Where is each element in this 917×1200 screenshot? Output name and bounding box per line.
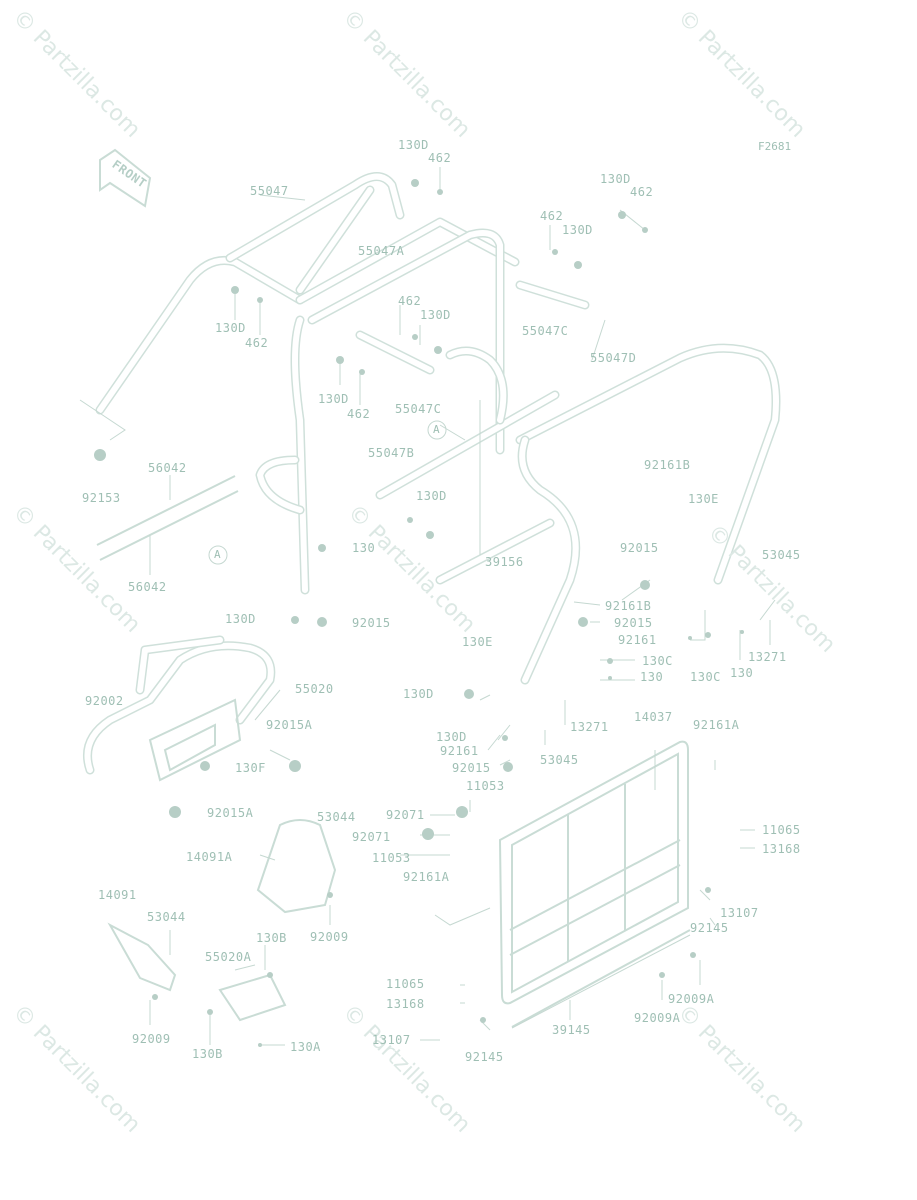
part-label: 92071	[386, 808, 425, 822]
part-label: 92009	[310, 930, 349, 944]
part-label: 130D	[416, 489, 447, 503]
part-label: 53044	[147, 910, 186, 924]
fasteners	[94, 179, 744, 1047]
part-label: 92009	[132, 1032, 171, 1046]
part-label: 53045	[540, 753, 579, 767]
part-label: 130B	[192, 1047, 223, 1061]
part-label: 56042	[128, 580, 167, 594]
part-label: 130	[640, 670, 664, 684]
part-label: 462	[540, 209, 564, 223]
part-label: 53045	[762, 548, 801, 562]
part-label: 462	[630, 185, 654, 199]
part-label: 130D	[600, 172, 631, 186]
part-label: A	[214, 548, 222, 561]
part-label: 92153	[82, 491, 121, 505]
part-label: 462	[398, 294, 422, 308]
part-label: 92161A	[403, 870, 450, 884]
part-label: 13271	[570, 720, 609, 734]
part-label: 92009A	[668, 992, 715, 1006]
part-label: 92002	[85, 694, 124, 708]
part-label: 92015	[620, 541, 659, 555]
part-label: 92015	[452, 761, 491, 775]
front-arrow-icon	[99, 148, 152, 208]
rear-cage-tubes	[95, 172, 520, 595]
part-label: 130D	[215, 321, 246, 335]
part-label: 92145	[465, 1050, 504, 1064]
part-label: 13107	[720, 906, 759, 920]
ref-a-marker-2	[208, 545, 228, 565]
part-label: 462	[428, 151, 452, 165]
part-label: 130D	[403, 687, 434, 701]
part-label: 11053	[466, 779, 505, 793]
part-label: 39145	[552, 1023, 591, 1037]
bumper-55020	[83, 635, 276, 782]
front-cage-tubes	[255, 280, 781, 685]
part-label: 55020A	[205, 950, 252, 964]
part-label: 11065	[762, 823, 801, 837]
part-label: 14037	[634, 710, 673, 724]
part-label: 55047C	[395, 402, 442, 416]
part-label: 92015A	[207, 806, 254, 820]
part-label: 130D	[318, 392, 349, 406]
part-label: 92161A	[693, 718, 740, 732]
part-label: 130E	[688, 492, 719, 506]
part-label: 55047D	[590, 351, 637, 365]
part-label: 130D	[420, 308, 451, 322]
part-label: 55047C	[522, 324, 569, 338]
part-label: 130D	[398, 138, 429, 152]
part-label: 55047A	[358, 244, 405, 258]
panels-14091	[107, 819, 337, 1022]
strip-56042	[96, 475, 239, 561]
part-label: 13168	[762, 842, 801, 856]
part-label: 13107	[372, 1033, 411, 1047]
part-label: A	[433, 423, 441, 436]
part-label: 14091A	[186, 850, 233, 864]
part-label: 55047B	[368, 446, 415, 460]
part-label: 13168	[386, 997, 425, 1011]
part-label: 92071	[352, 830, 391, 844]
part-label: 55047	[250, 184, 289, 198]
part-label: 55020	[295, 682, 334, 696]
part-label: 13271	[748, 650, 787, 664]
part-label: 92009A	[634, 1011, 681, 1025]
tailgate-14037	[498, 740, 691, 1028]
part-label: 92161B	[644, 458, 691, 472]
part-label: 92161	[440, 744, 479, 758]
part-label: 92015A	[266, 718, 313, 732]
rod-39145	[511, 934, 691, 1029]
part-label: 56042	[148, 461, 187, 475]
part-label: 130D	[436, 730, 467, 744]
part-label: 130B	[256, 931, 287, 945]
part-label: 462	[245, 336, 269, 350]
part-label: 53044	[317, 810, 356, 824]
leader-lines	[79, 167, 776, 1046]
part-label: 130C	[642, 654, 673, 668]
part-label: 92145	[690, 921, 729, 935]
part-label: 92161B	[605, 599, 652, 613]
part-label: 130F	[235, 761, 266, 775]
part-label: 39156	[485, 555, 524, 569]
part-label: 130	[730, 666, 754, 680]
part-label: 130C	[690, 670, 721, 684]
part-label: 130	[352, 541, 376, 555]
part-label: 11053	[372, 851, 411, 865]
part-label: 92015	[614, 616, 653, 630]
diagram-code: F2681	[758, 140, 792, 153]
ref-a-marker-1	[427, 420, 447, 440]
part-label: 92015	[352, 616, 391, 630]
part-label: 92161	[618, 633, 657, 647]
part-label: 11065	[386, 977, 425, 991]
part-label: 130A	[290, 1040, 321, 1054]
part-label: 462	[347, 407, 371, 421]
part-label: 130E	[462, 635, 493, 649]
part-label: 130D	[562, 223, 593, 237]
part-label: 130D	[225, 612, 256, 626]
part-label: 14091	[98, 888, 137, 902]
